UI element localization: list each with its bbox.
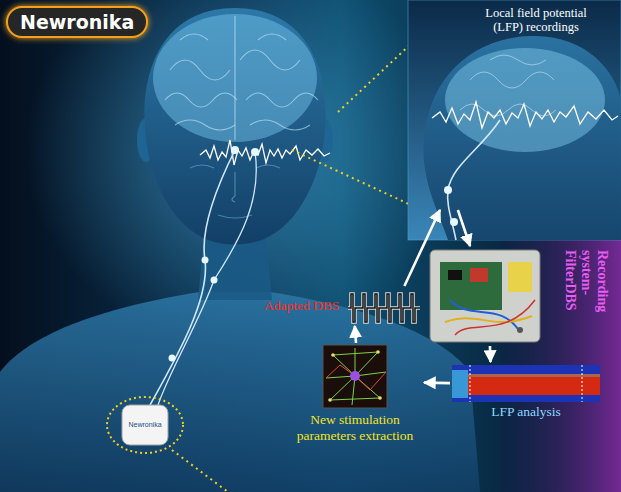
parameter-graph-shape: [350, 371, 360, 381]
dbs-leads: [150, 146, 259, 405]
recording-hardware-shape: [508, 262, 532, 292]
node-label: LFP analysis: [450, 404, 602, 420]
flow-arrow: [489, 346, 492, 362]
dbs-leads-shape: [202, 257, 209, 264]
head-profile-panel-shape: [444, 186, 452, 194]
stimulator-device: [107, 397, 183, 453]
stimulation-pulses-shape: [348, 294, 420, 322]
node-label: Recording system- FilterDBS: [562, 250, 610, 342]
dotted-leader-shape: [172, 450, 228, 492]
recording-hardware: [430, 250, 540, 342]
node-label: New stimulation parameters extraction: [288, 412, 422, 443]
flow-arrow: [404, 210, 440, 286]
background-shape: [25, 0, 455, 345]
dbs-leads-shape: [231, 146, 239, 154]
stimulation-pulses: [348, 294, 420, 322]
flow-arrow: [424, 381, 450, 384]
spectrogram: [452, 365, 600, 402]
lfp-waveform-shape: [200, 140, 330, 165]
head-profile-panel-shape: [445, 48, 605, 152]
recording-panel: Local field potential (LFP) recordings: [410, 0, 621, 210]
human-figure-shape: [144, 8, 325, 245]
spectrogram-shape: [452, 365, 600, 402]
parameter-graph-shape: [376, 350, 380, 354]
parameter-graph-shape: [326, 348, 386, 405]
lfp-waveform: [200, 140, 330, 165]
recording-hardware-shape: [430, 250, 540, 342]
parameter-graph-shape: [331, 353, 335, 357]
recording-system: Recording system- FilterDBS: [428, 246, 614, 346]
recording-hardware-shape: [455, 300, 535, 335]
parameter-graph-shape: [323, 345, 387, 408]
dbs-leads-shape: [169, 355, 176, 362]
human-figure-shape: [0, 292, 480, 492]
flow-arrow: [458, 210, 470, 246]
parameter-graph: [323, 345, 387, 408]
node-label: Adapted DBS: [264, 298, 346, 314]
parameter-graph-shape: [326, 365, 386, 390]
stimulator-device-shape: [122, 405, 168, 445]
spectrogram-shape: [452, 370, 468, 398]
parameter-graph-shape: [328, 398, 332, 402]
dbs-leads-shape: [211, 277, 218, 284]
human-figure-shape: [165, 34, 318, 130]
human-figure-shape: [190, 165, 280, 218]
node-label: Local field potential (LFP) recordings: [472, 6, 600, 35]
spectrogram-shape: [582, 365, 583, 402]
recording-hardware-shape: [470, 268, 488, 282]
head-profile-panel: [408, 0, 621, 240]
logo-text: Newronika: [6, 6, 148, 38]
device-label: Newronika: [122, 421, 168, 428]
dbs-box: Adapted DBS: [262, 286, 422, 326]
stimulator-device-shape: [107, 397, 183, 453]
stimulation-pulses-shape: [348, 294, 420, 322]
head-profile-panel-shape: [448, 120, 500, 240]
spectrogram-shape: [468, 374, 600, 377]
spectrogram-shape: [468, 377, 600, 395]
head-profile-panel-shape: [432, 102, 618, 128]
human-figure-shape: [234, 16, 235, 140]
human-figure-shape: [153, 14, 317, 142]
extraction-box: New stimulation parameters extraction: [288, 343, 424, 453]
dbs-leads-shape: [251, 148, 259, 156]
head-profile-panel-shape: [408, 0, 621, 240]
spectrogram-shape: [470, 365, 471, 402]
analysis-box: LFP analysis: [450, 362, 604, 424]
head-profile-panel-shape: [450, 218, 458, 226]
recording-hardware-shape: [440, 262, 502, 310]
head-profile-panel-shape: [423, 36, 621, 240]
recording-hardware-shape: [517, 327, 523, 333]
recording-hardware-shape: [448, 270, 462, 280]
recording-hardware-shape: [445, 316, 532, 322]
dbs-leads-shape: [158, 152, 256, 405]
flow-arrow: [355, 326, 356, 343]
parameter-graph-shape: [378, 396, 382, 400]
dbs-leads-shape: [150, 150, 235, 405]
